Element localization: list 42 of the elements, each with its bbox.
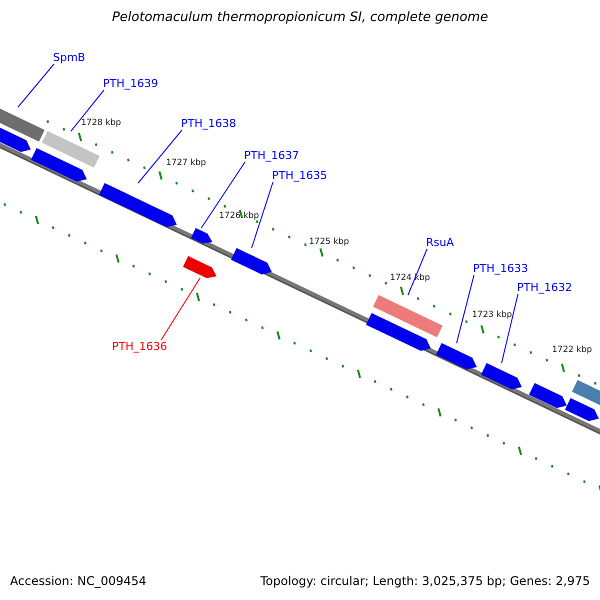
gene-label: PTH_1636 bbox=[112, 340, 168, 353]
scale-label: 1726 kbp bbox=[219, 211, 260, 221]
gene-feature bbox=[0, 126, 31, 152]
leader-line bbox=[501, 294, 518, 364]
scale-label: 1725 kbp bbox=[309, 237, 350, 247]
leader-line bbox=[251, 182, 274, 249]
footer-text: Topology: circular; Length: 3,025,375 bp; Genes: 2,975 bbox=[260, 574, 590, 588]
gene-feature bbox=[231, 248, 272, 275]
gene-feature bbox=[565, 398, 599, 422]
gene-bar bbox=[373, 295, 443, 338]
gene-feature bbox=[190, 228, 212, 244]
gene-label: PTH_1633 bbox=[473, 262, 528, 275]
scale-label: 1722 kbp bbox=[552, 345, 592, 355]
leader-line bbox=[456, 274, 474, 344]
gene-feature bbox=[366, 313, 431, 352]
gene-feature bbox=[436, 343, 477, 370]
gene-feature bbox=[31, 148, 87, 182]
gene-label: PTH_1635 bbox=[272, 169, 328, 182]
leader-line bbox=[70, 90, 104, 132]
gene-feature bbox=[529, 383, 567, 408]
gene-bar bbox=[0, 107, 45, 142]
scale-label: 1727 kbp bbox=[166, 158, 206, 168]
leader-line bbox=[160, 277, 201, 340]
gene-label: RsuA bbox=[426, 236, 454, 249]
scale-label: 1728 kbp bbox=[81, 118, 122, 128]
scale-label: 1723 kbp bbox=[472, 310, 512, 320]
scale-label: 1724 kbp bbox=[390, 273, 430, 283]
leader-line bbox=[138, 130, 182, 184]
gene-feature bbox=[99, 183, 177, 228]
gene-label: PTH_1638 bbox=[181, 117, 236, 130]
gene-feature bbox=[183, 256, 217, 278]
gene-label: PTH_1632 bbox=[517, 281, 572, 294]
gene-label: PTH_1639 bbox=[103, 77, 158, 90]
gene-bar bbox=[42, 131, 100, 168]
footer-text: Accession: NC_009454 bbox=[10, 574, 146, 588]
leader-line bbox=[18, 64, 54, 108]
leader-line bbox=[407, 248, 428, 296]
gene-label: SpmB bbox=[53, 51, 86, 64]
gene-feature bbox=[481, 363, 522, 390]
gene-label: PTH_1637 bbox=[244, 149, 300, 162]
title: Pelotomaculum thermopropionicum SI, complete genome bbox=[110, 10, 490, 25]
leader-line bbox=[200, 162, 246, 229]
